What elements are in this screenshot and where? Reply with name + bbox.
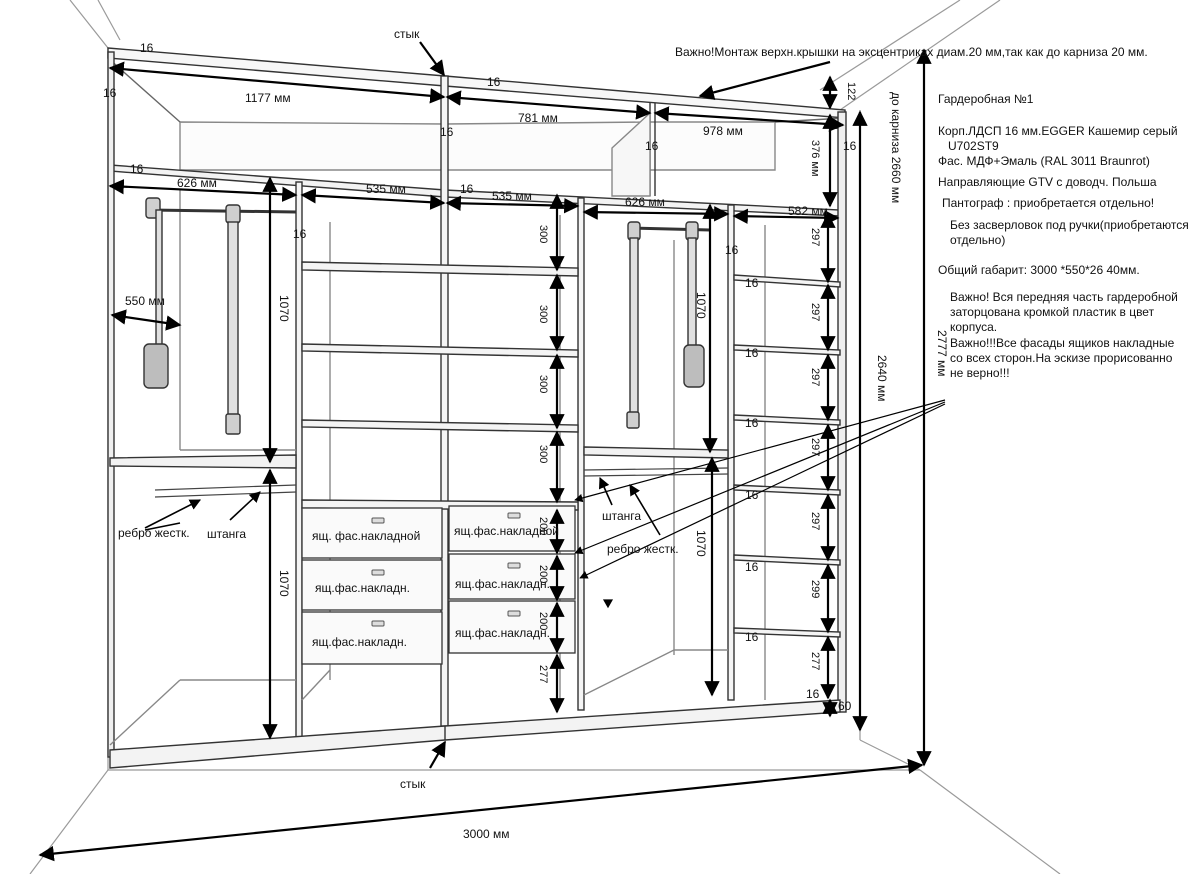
dim-1070: 1070 (277, 295, 291, 322)
thickness-16: 16 (745, 416, 759, 430)
dim-300: 300 (537, 375, 549, 393)
wardrobe-carcass (107, 47, 847, 769)
dim-200: 200 (537, 612, 549, 630)
notes-body-code: U702ST9 (948, 139, 999, 153)
rod-label-right: штанга (602, 509, 641, 523)
drawer-label: ящ.фас.накладн. (312, 635, 407, 649)
thickness-16: 16 (745, 630, 759, 644)
dim-2777: 2777 мм (935, 330, 949, 377)
dim-1070: 1070 (277, 570, 291, 597)
dim-to-cornice: до карниза 2660 мм (889, 92, 903, 203)
thickness-16: 16 (460, 182, 474, 196)
rib-label-right: ребро жестк. (607, 542, 679, 556)
dim-60: 60 (838, 699, 852, 713)
top-note: Важно!Монтаж верхн.крышки на эксцентрика… (675, 45, 1148, 59)
thickness-16: 16 (745, 346, 759, 360)
dim-2640: 2640 мм (875, 355, 889, 402)
drawing-labels: стык стык Важно!Монтаж верхн.крышки на э… (103, 27, 1148, 841)
dim-1177: 1177 мм (245, 91, 291, 105)
dim-781: 781 мм (518, 111, 558, 125)
rib-label-left: ребро жестк. (118, 526, 190, 540)
notes-guides: Направляющие GTV с доводч. Польша (938, 175, 1157, 189)
rod-label-left: штанга (207, 527, 246, 541)
dim-626-right: 626 мм (625, 195, 665, 209)
dim-1070: 1070 (694, 292, 708, 319)
pantograph-left (143, 197, 297, 435)
dim-626-left: 626 мм (177, 176, 217, 190)
notes-facade: Фас. МДФ+Эмаль (RAL 3011 Braunrot) (938, 154, 1150, 168)
dimension-lines (38, 41, 932, 862)
drawer-label: ящ. фас.накладной (312, 529, 420, 543)
dim-535-a: 535 мм (366, 182, 406, 196)
dim-582: 582 мм (788, 204, 828, 218)
dim-297: 297 (809, 228, 821, 246)
drawer-label: ящ.фас.накладной (454, 524, 559, 538)
thickness-16: 16 (103, 86, 117, 100)
dim-277: 277 (537, 665, 549, 683)
dim-299: 299 (809, 580, 821, 598)
dim-535-b: 535 мм (492, 189, 532, 203)
thickness-16: 16 (440, 125, 454, 139)
thickness-16: 16 (745, 276, 759, 290)
dim-200: 200 (537, 517, 549, 535)
thickness-16: 16 (293, 227, 307, 241)
dim-300: 300 (537, 445, 549, 463)
thickness-16: 16 (140, 41, 154, 55)
drawer-label: ящ.фас.накладн. (455, 577, 550, 591)
drawer-label: ящ.фас.накладн. (315, 581, 410, 595)
thickness-16: 16 (745, 560, 759, 574)
dim-550: 550 мм (125, 294, 165, 308)
thickness-16: 16 (745, 488, 759, 502)
dim-122: 122 (845, 82, 857, 100)
notes-total-size: Общий габарит: 3000 *550*26 40мм. (938, 263, 1140, 277)
dim-300: 300 (537, 305, 549, 323)
dim-200: 200 (537, 565, 549, 583)
overall-width-label: 3000 мм (463, 827, 510, 841)
dim-1070: 1070 (694, 530, 708, 557)
notes-edge: Важно! Вся передняя часть гардеробной за… (950, 290, 1178, 334)
notes-body-material: Корп.ЛДСП 16 мм.EGGER Кашемир серый (938, 124, 1178, 138)
thickness-16: 16 (725, 243, 739, 257)
joint-bottom-label: стык (400, 777, 426, 791)
thickness-16: 16 (130, 162, 144, 176)
notes-drawer-facades: Важно!!!Все фасады ящиков накладные со в… (950, 336, 1175, 380)
dim-297: 297 (809, 303, 821, 321)
notes-title: Гардеробная №1 (938, 92, 1034, 106)
drawer-note-pointers (144, 399, 946, 609)
dim-297: 297 (809, 512, 821, 530)
notes-handles: Без засверловок под ручки(приобретаются … (950, 218, 1189, 247)
thickness-16: 16 (487, 75, 501, 89)
dim-297: 297 (809, 438, 821, 456)
pantograph-right (626, 221, 711, 429)
dim-376: 376 мм (809, 140, 821, 177)
notes-pantograph: Пантограф : приобретается отдельно! (942, 196, 1155, 210)
dim-300: 300 (537, 225, 549, 243)
dim-277: 277 (809, 652, 821, 670)
thickness-16: 16 (843, 139, 857, 153)
dim-297: 297 (809, 368, 821, 386)
thickness-16: 16 (645, 139, 659, 153)
drawer-label: ящ.фас.накладн. (455, 626, 550, 640)
thickness-16: 16 (806, 687, 820, 701)
joint-top-label: стык (394, 27, 420, 41)
dim-978: 978 мм (703, 124, 743, 138)
